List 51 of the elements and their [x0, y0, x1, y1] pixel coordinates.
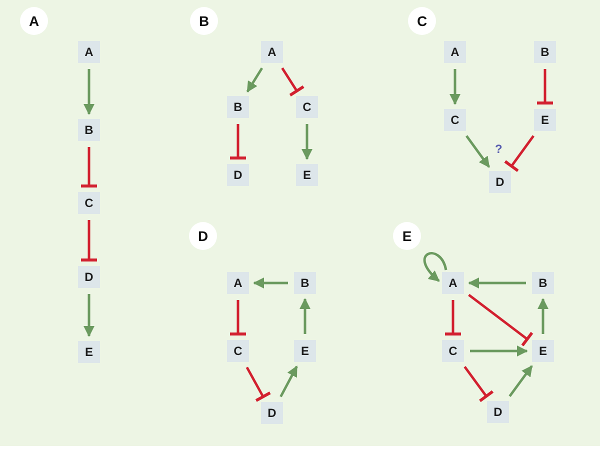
activation-arrow: [84, 294, 94, 337]
gene-box: A: [261, 41, 283, 63]
gene-box: A: [444, 41, 466, 63]
question-mark-note: ?: [495, 142, 502, 156]
gene-box: C: [78, 192, 100, 214]
gene-box: D: [489, 171, 511, 193]
activation-arrow: [465, 135, 490, 168]
gene-box: E: [294, 340, 316, 362]
gene-box: C: [442, 340, 464, 362]
gene-box: E: [534, 109, 556, 131]
inhibition-line: [281, 67, 306, 97]
activation-arrow: [280, 366, 298, 398]
gene-box: C: [296, 96, 318, 118]
gene-box: D: [227, 164, 249, 186]
gene-box: A: [442, 272, 464, 294]
inhibition-line: [228, 300, 248, 336]
inhibition-line: [504, 135, 535, 172]
gene-box: B: [78, 119, 100, 141]
activation-arrow: [470, 346, 528, 356]
inhibition-line: [80, 220, 98, 262]
activation-arrow: [253, 278, 288, 288]
inhibition-line: [464, 366, 494, 402]
gene-box: A: [227, 272, 249, 294]
activation-arrow: [423, 252, 448, 282]
gene-box: B: [532, 272, 554, 294]
activation-arrow: [468, 278, 526, 288]
gene-box: B: [294, 272, 316, 294]
gene-box: B: [534, 41, 556, 63]
gene-box: E: [532, 340, 554, 362]
gene-box: E: [296, 164, 318, 186]
inhibition-line: [80, 147, 98, 188]
gene-box: C: [227, 340, 249, 362]
activation-arrow: [450, 69, 460, 105]
inhibition-line: [228, 124, 248, 160]
gene-box: E: [78, 341, 100, 363]
inhibition-line: [468, 294, 534, 347]
activation-arrow: [538, 298, 548, 334]
activation-arrow: [302, 124, 312, 160]
activation-arrow: [84, 69, 94, 115]
gene-box: D: [78, 266, 100, 288]
inhibition-line: [536, 69, 554, 104]
inhibition-line: [246, 366, 272, 402]
gene-box: A: [78, 41, 100, 63]
gene-box: D: [487, 401, 509, 423]
gene-box: C: [444, 109, 466, 131]
activation-arrow: [508, 365, 533, 397]
activation-arrow: [300, 298, 310, 334]
gene-box: D: [261, 402, 283, 424]
gene-box: B: [227, 96, 249, 118]
activation-arrow: [246, 67, 264, 93]
inhibition-line: [444, 300, 462, 336]
